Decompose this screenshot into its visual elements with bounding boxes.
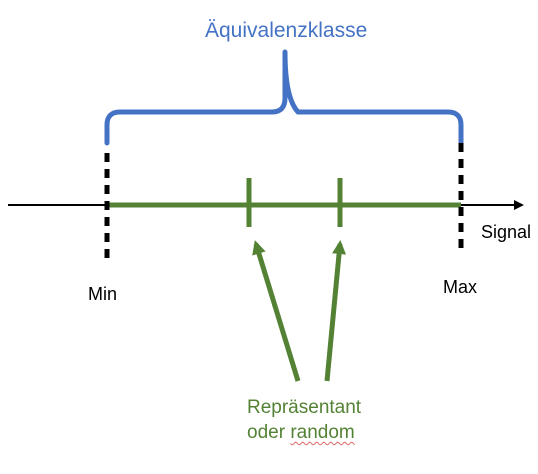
equivalence-class-title: Äquivalenzklasse	[205, 19, 368, 42]
min-label: Min	[88, 284, 118, 304]
max-label: Max	[443, 277, 478, 297]
representative-label-random-word: random	[290, 422, 355, 443]
representative-label-line1: Repräsentant	[247, 397, 362, 418]
curly-brace	[104, 49, 464, 146]
representative-label-line2: oder random	[247, 423, 361, 442]
signal-axis-label: Signal	[481, 222, 532, 242]
representative-label: Repräsentant oder random	[247, 398, 361, 442]
representative-arrow-2	[324, 240, 347, 382]
representative-arrow-1	[252, 240, 301, 382]
representative-label-prefix: oder	[247, 422, 291, 443]
